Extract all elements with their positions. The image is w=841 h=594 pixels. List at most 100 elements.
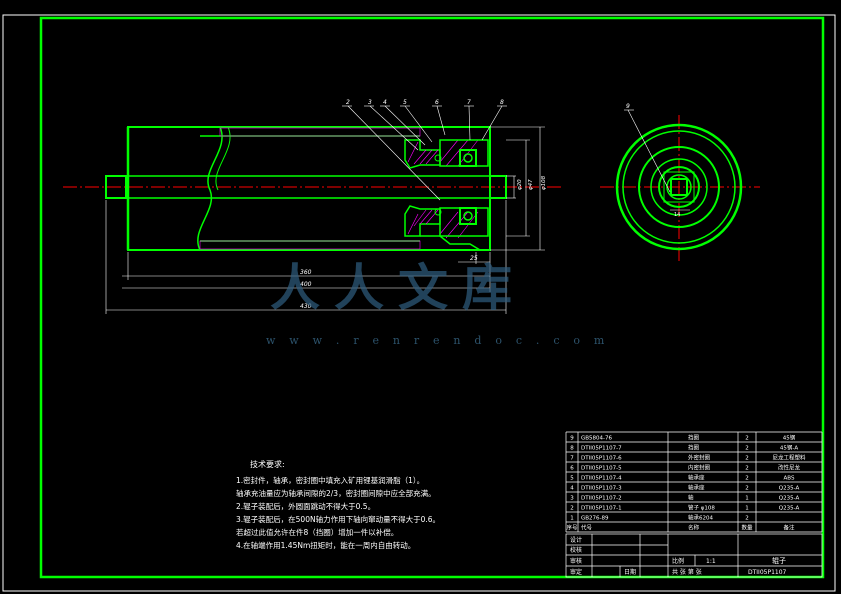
bom-cell-material: 备注: [783, 524, 795, 532]
svg-text:φ20: φ20: [517, 179, 523, 190]
bom-cell-material: 尼龙工程塑料: [772, 454, 806, 462]
bom-cell-material: Q235-A: [779, 496, 800, 502]
tech-note-line: 若超过此值允许在件8（挡圈）增加一件以补偿。: [236, 528, 399, 537]
inner-frame: [39, 16, 825, 579]
bom-cell-material: Q235-A: [779, 486, 800, 492]
end-view-shaft-flat: [670, 178, 688, 196]
roller-end-view: 14: [600, 109, 760, 262]
bom-cell-no: 序号: [566, 524, 578, 532]
bom-cell-material: Q235-A: [779, 506, 800, 512]
tech-note-line: 2.辊子装配后，外圆面跳动不得大于0.5。: [236, 502, 376, 511]
bom-cell-name: 轴承座: [688, 474, 705, 482]
bom-cell-qty: 1: [745, 506, 749, 512]
roller-side-view: 360 400 430 25 φ20 φ47 φ108: [63, 105, 562, 314]
title-block: [565, 533, 823, 578]
bom-cell-no: 2: [570, 506, 574, 512]
bom-cell-material: 45钢-A: [780, 444, 798, 452]
tb-drawing-no: DTII05P1107: [748, 569, 787, 576]
tb-label-date: 日期: [624, 568, 636, 576]
part-balloons: 2 3 4 5 6 7 8: [346, 99, 504, 106]
watermark-url: w w w . r e n r e n d o c . c o m: [266, 334, 610, 347]
bom-cell-name: 挡圈: [688, 444, 700, 452]
balloon-5: 5: [403, 99, 407, 106]
break-line: [197, 126, 223, 251]
svg-text:25: 25: [470, 255, 478, 262]
bom-cell-no: 5: [570, 476, 574, 482]
bom-cell-no: 4: [570, 486, 574, 492]
balloon-3: 3: [368, 99, 372, 106]
svg-text:14: 14: [674, 212, 680, 218]
bearing-upper: [459, 149, 477, 167]
bom-cell-code: DTII05P1107-1: [581, 506, 622, 512]
bom-cell-no: 8: [570, 446, 574, 452]
tb-label-review: 审核: [570, 557, 582, 565]
balloon-4: 4: [383, 99, 387, 106]
bom-cell-no: 3: [570, 496, 574, 502]
bom-cell-code: DTII05P1107-3: [581, 486, 622, 492]
bom-cell-code: DTII05P1107-5: [581, 466, 622, 472]
tb-part-name: 辊子: [772, 556, 786, 565]
balloon-7: 7: [467, 99, 471, 106]
bom-cell-code: GB5804-76: [581, 436, 613, 442]
svg-text:φ108: φ108: [541, 175, 547, 190]
tb-scale-label: 比例: [672, 557, 684, 565]
bom-cell-no: 6: [570, 466, 574, 472]
bom-cell-no: 7: [570, 456, 574, 462]
bom-cell-material: 改性尼龙: [778, 464, 801, 472]
svg-text:φ47: φ47: [528, 179, 534, 190]
balloon-2: 2: [346, 99, 350, 106]
bom-cell-qty: 2: [745, 466, 749, 472]
bom-cell-name: 轴承座: [688, 484, 705, 492]
bom-cell-code: DTII05P1107-6: [581, 456, 622, 462]
bom-cell-qty: 2: [745, 486, 749, 492]
end-view-outer-circle: [615, 123, 743, 251]
bom-cell-material: 45钢: [783, 434, 796, 442]
bom-cell-qty: 2: [745, 436, 749, 442]
bearing-lower: [459, 207, 477, 225]
tech-note-line: 3.辊子装配后，在500N轴力作用下轴向窜动量不得大于0.6。: [236, 515, 441, 524]
bom-cell-name: 内密封圈: [688, 464, 711, 472]
bom-cell-name: 挡圈: [688, 434, 700, 442]
tb-label-approve: 审定: [570, 568, 582, 576]
bom-cell-material: ABS: [784, 476, 795, 482]
technical-requirements: 技术要求: 1.密封件，轴承，密封圈中填充入矿用锂基润滑脂（1）。 轴承充油量应…: [236, 458, 440, 552]
bom-cell-qty: 1: [745, 496, 749, 502]
tb-scale: 1:1: [706, 558, 716, 565]
bom-cell-code: DTII05P1107-4: [581, 476, 622, 482]
tb-label-check: 校核: [570, 546, 582, 554]
bom-cell-code: DTII05P1107-2: [581, 496, 622, 502]
bom-cell-code: 代号: [581, 524, 593, 532]
bom-cell-name: 名称: [688, 524, 700, 532]
balloon-6: 6: [435, 99, 439, 106]
tech-note-line: 轴承充油量应为轴承间隙的2/3，密封圈间隙中应全部充满。: [236, 489, 436, 498]
tb-sheet: 共 张 第 张: [672, 568, 702, 576]
bom-cell-name: 外密封圈: [688, 454, 711, 462]
outer-border: [2, 14, 836, 592]
end-view-balloon: 9: [626, 103, 630, 110]
bom-cell-code: GB276-89: [581, 516, 609, 522]
bom-cell-qty: 2: [745, 476, 749, 482]
tube-outline: [127, 126, 491, 251]
bom-cell-name: 管子 φ108: [688, 504, 715, 512]
tech-note-line: 4.在轴端作用1.45Nm扭矩时，能在一周内自由转动。: [236, 541, 416, 550]
bom-cell-no: 1: [570, 516, 574, 522]
bom-cell-code: DTII05P1107-7: [581, 446, 622, 452]
svg-text:400: 400: [300, 281, 312, 288]
bom-cell-no: 9: [570, 436, 574, 442]
bom-cell-qty: 数量: [741, 524, 753, 532]
dimension-lines: [105, 126, 545, 314]
balloon-8: 8: [500, 99, 504, 106]
svg-text:430: 430: [300, 303, 312, 310]
bom-cell-name: 轴承6204: [688, 514, 713, 522]
bom-cell-name: 轴: [688, 494, 694, 502]
tb-label-design: 设计: [570, 536, 582, 544]
tech-note-line: 1.密封件，轴承，密封圈中填充入矿用锂基润滑脂（1）。: [236, 476, 425, 485]
tech-notes-title: 技术要求:: [250, 460, 285, 469]
bom-cell-qty: 2: [745, 446, 749, 452]
bom-cell-qty: 2: [745, 456, 749, 462]
bom-cell-qty: 2: [745, 516, 749, 522]
svg-text:360: 360: [300, 269, 312, 276]
watermark-logo-text: 人人文库: [270, 258, 526, 317]
